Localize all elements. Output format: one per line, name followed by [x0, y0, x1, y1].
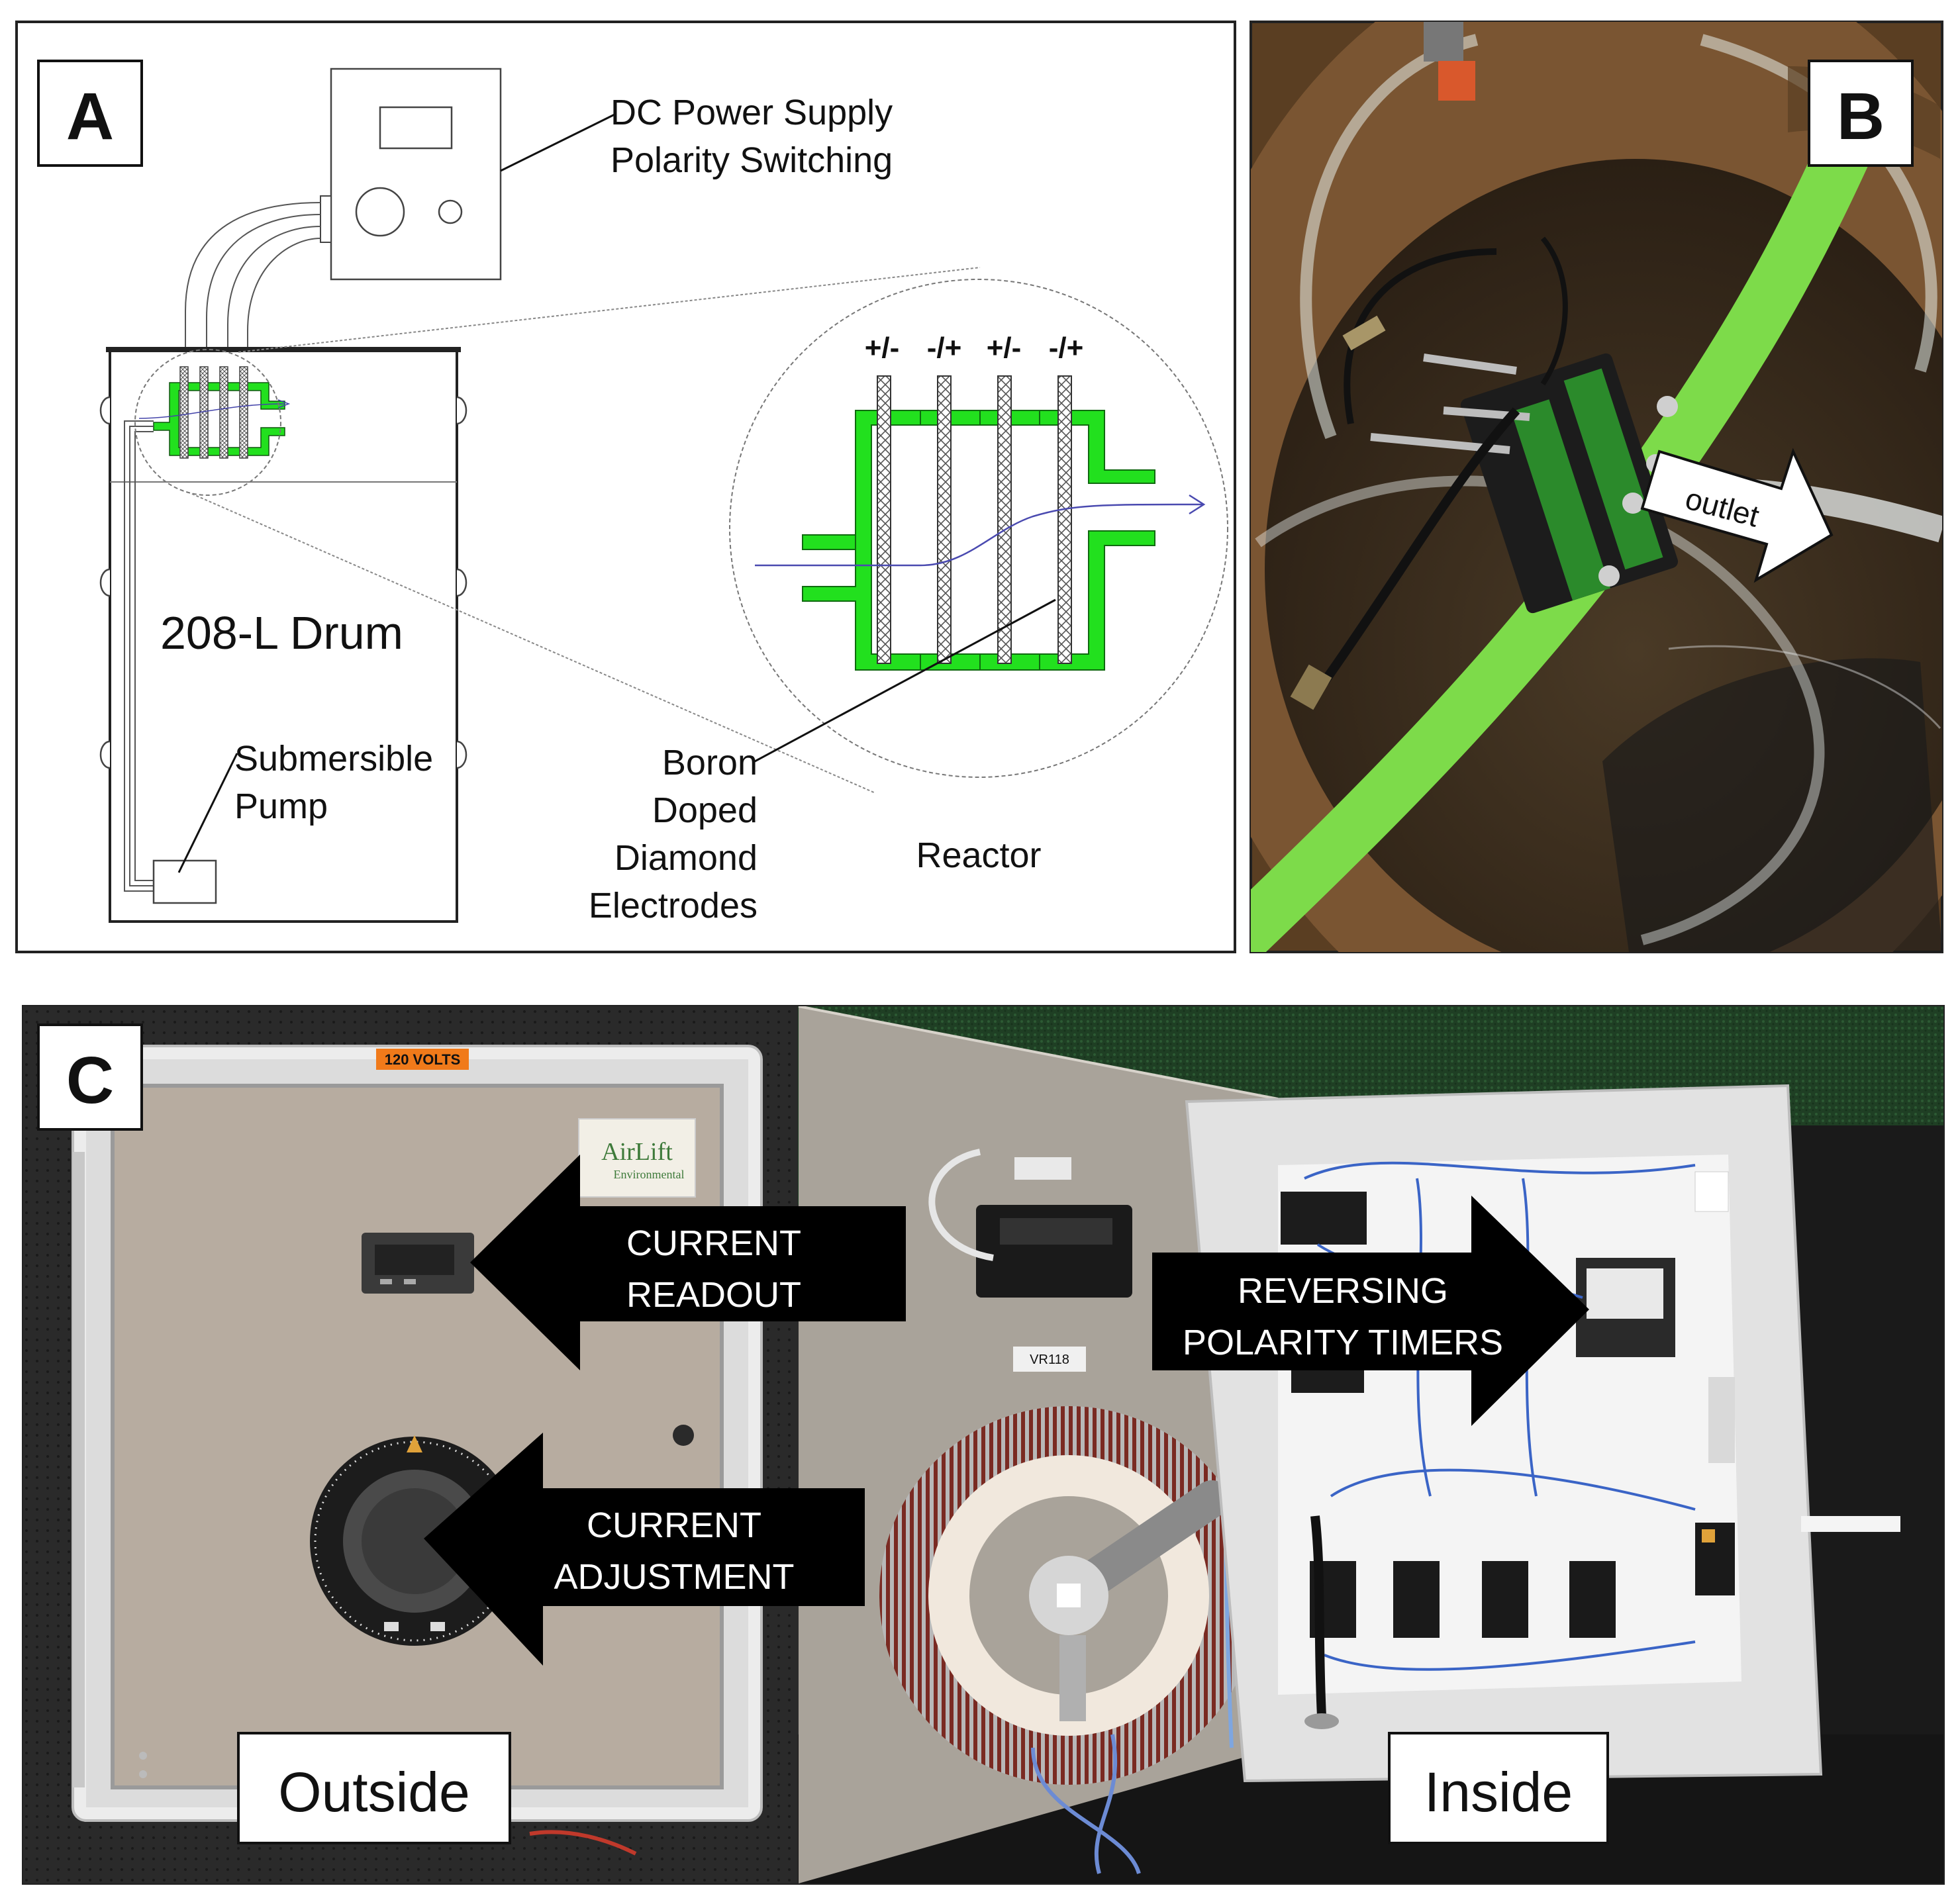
power-supply-knob: [355, 187, 405, 237]
adjustment-dial[interactable]: [310, 1435, 519, 1646]
power-supply-leader-line: [500, 113, 616, 172]
current-readout-meter: [362, 1233, 474, 1294]
electrodes-label-line3: Diamond: [614, 838, 758, 878]
flow-path: [755, 503, 1203, 567]
current-readout-label-line1: CURRENT: [626, 1223, 801, 1263]
ssr-relays: [1310, 1561, 1616, 1638]
clear-tubing-2: [1700, 34, 1937, 373]
reactor-label: Reactor: [916, 835, 1041, 875]
reversing-label-line1: REVERSING: [1238, 1271, 1448, 1311]
panel-b: outlet B: [1250, 21, 1943, 953]
panel-a: A DC Power Supply Polarity Switching: [15, 21, 1236, 953]
power-supply-label-line1: DC Power Supply: [611, 93, 893, 132]
black-wire-2: [1320, 407, 1520, 685]
transformer-block: [976, 1157, 1132, 1298]
pump-leader-line: [177, 753, 238, 873]
electrode-1: [877, 375, 891, 664]
electrode-2: [937, 375, 952, 664]
black-wire-3: [1540, 236, 1568, 386]
variac-coil: [879, 1406, 1258, 1785]
pump-tubing: [124, 420, 154, 892]
polarity-label-3: +/-: [987, 332, 1022, 364]
zoom-detail-circle: [729, 279, 1228, 778]
vr118-text: VR118: [1030, 1352, 1069, 1367]
panel-c: 120 VOLTS AirLift Environmental: [22, 1005, 1945, 1885]
current-adjustment-label-line2: ADJUSTMENT: [554, 1557, 795, 1597]
electrode-4: [1057, 375, 1072, 664]
clear-tubing-1: [1300, 34, 1479, 440]
reactor-detail: [755, 375, 1206, 671]
water-reflection: [1602, 658, 1942, 952]
electrodes-label-line4: Electrodes: [589, 886, 758, 925]
panel-b-letter: B: [1837, 79, 1885, 154]
power-cables: [185, 202, 321, 371]
reversing-polarity-arrow: [1152, 1196, 1589, 1426]
power-supply-display: [379, 106, 453, 150]
current-readout-arrow: [470, 1155, 906, 1370]
electrode-3: [997, 375, 1012, 664]
pump-label-line1: Submersible: [234, 739, 433, 779]
black-wire-1: [1344, 248, 1497, 424]
airlift-sticker: AirLift Environmental: [578, 1118, 696, 1198]
panel-a-letter: A: [66, 79, 114, 154]
panel-b-letter-box: [1808, 60, 1914, 167]
power-supply-label-line2: Polarity Switching: [611, 140, 893, 180]
zoom-source-circle: [134, 349, 281, 496]
clear-tubing-3: [1255, 475, 1825, 945]
outlet-arrow[interactable]: [1640, 448, 1834, 583]
zoom-line-bottom: [191, 493, 876, 794]
current-readout-label-line2: READOUT: [626, 1275, 801, 1315]
inside-enclosure: [1185, 1084, 1823, 1783]
polarity-label-1: +/-: [865, 332, 900, 364]
pump-label-line2: Pump: [234, 786, 328, 826]
dc-power-supply: [320, 68, 502, 281]
flow-arrowhead: [1189, 494, 1206, 515]
polarity-label-2: -/+: [927, 332, 962, 364]
panel-c-letter: C: [66, 1043, 114, 1117]
current-adjustment-label-line1: CURRENT: [587, 1505, 761, 1545]
drum: [99, 347, 467, 923]
drum-label: 208-L Drum: [160, 607, 403, 659]
outside-door: [72, 1045, 763, 1822]
electrodes-leader-line: [754, 598, 1056, 763]
polarity-label-4: -/+: [1049, 332, 1084, 364]
inside-label: Inside: [1424, 1761, 1573, 1823]
reversing-label-line2: POLARITY TIMERS: [1183, 1323, 1503, 1362]
current-adjustment-arrow: [424, 1433, 865, 1666]
outside-label: Outside: [278, 1761, 470, 1823]
panel-a-letter-box: [37, 60, 143, 167]
outside-label-box: [237, 1732, 511, 1844]
submersible-pump: [152, 859, 217, 904]
electrodes-label-line2: Doped: [652, 790, 758, 830]
zoom-line-top: [238, 267, 981, 353]
airlift-name: AirLift: [601, 1138, 673, 1166]
airlift-subtitle: Environmental: [614, 1168, 685, 1181]
inside-label-box: [1388, 1732, 1609, 1844]
electrodes-label-line1: Boron: [662, 743, 758, 783]
power-supply-button: [438, 199, 463, 224]
warning-tag: [376, 1049, 469, 1070]
small-reactor: [138, 366, 291, 459]
warning-tag-text: 120 VOLTS: [385, 1051, 461, 1068]
panel-c-letter-box: [37, 1023, 143, 1131]
vr118-tag: [1013, 1347, 1086, 1372]
door-hole: [673, 1425, 694, 1446]
